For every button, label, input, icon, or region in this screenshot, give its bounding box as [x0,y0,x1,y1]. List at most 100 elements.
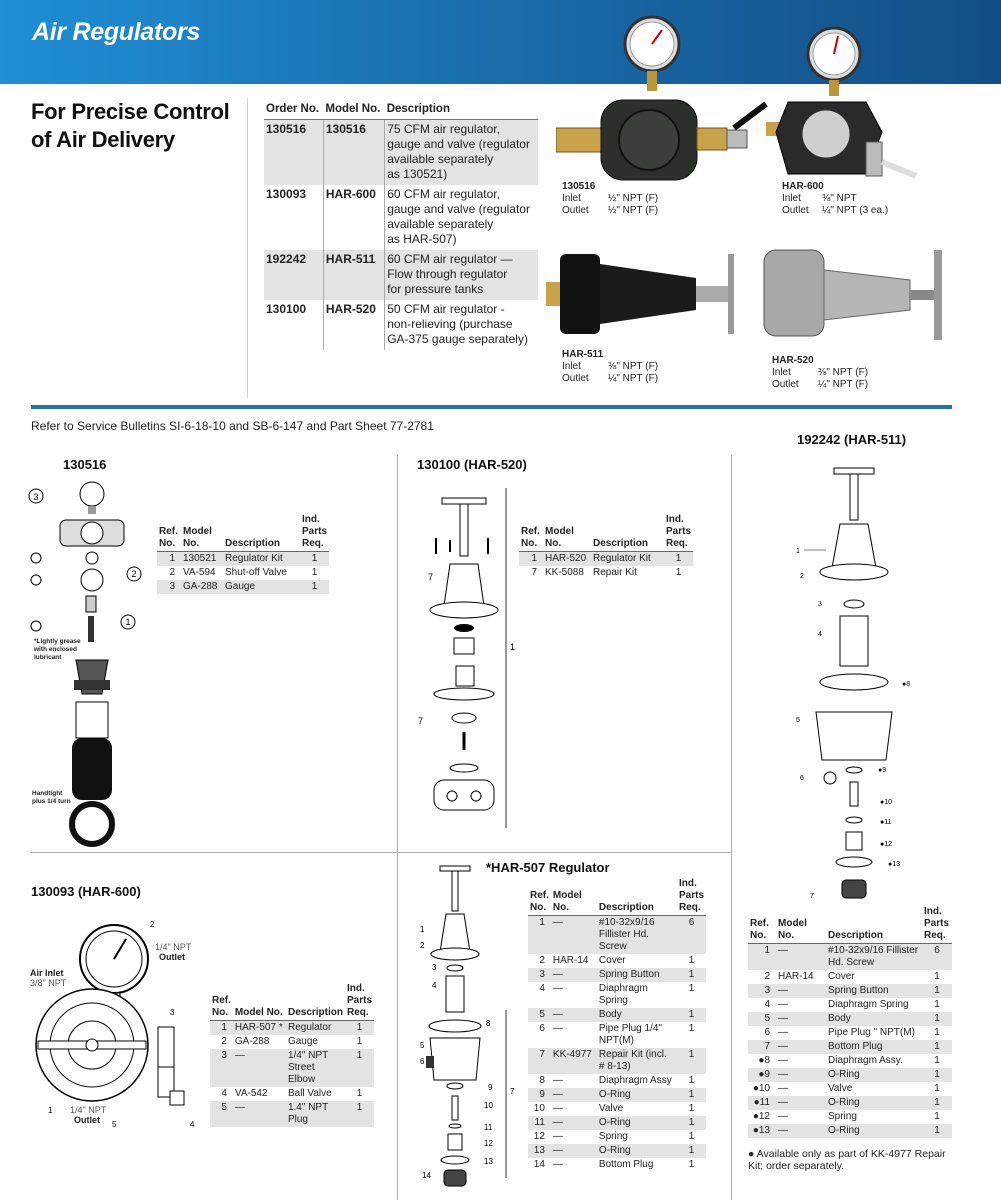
cell: Body [826,1012,922,1026]
caption-model: 130516 [562,181,596,192]
svg-text:3: 3 [170,1008,175,1017]
cell: 1.4" NPT Plug [285,1101,345,1127]
cell: — [552,1131,563,1142]
cell: 1 [344,1020,374,1035]
description-line: non-relieving (purchase [387,317,513,331]
cell: 1 [356,1088,363,1099]
parts-table-har507: Ref. No. Model No. Description Ind. Part… [528,878,706,1172]
cell: 1 [934,1055,940,1066]
diagram-note: *Lightly grease with enclosed lubricant [34,638,81,662]
column-header: Description [285,983,345,1021]
cell: KK-5088 [545,567,584,578]
cell: 1 [922,1124,952,1138]
svg-text:7: 7 [428,572,433,582]
column-header: Ind. Parts Req. [344,983,374,1021]
cell: 1 [676,1144,706,1158]
cell: Pipe Plug " NPT(M) [828,1027,915,1038]
cell: 1 [676,1116,706,1130]
svg-text:4: 4 [818,631,822,638]
svg-text:11: 11 [484,1123,493,1132]
svg-text:6: 6 [420,1057,425,1066]
cell: Valve [828,1083,853,1094]
section-title-130516: 130516 [63,457,107,472]
cell: Ball Valve [287,1088,332,1099]
cell: Cover [828,971,855,982]
section-title-har507: *HAR-507 Regulator [486,860,610,875]
svg-text:5: 5 [420,1041,425,1050]
caption-value: ¼" NPT (F) [608,373,659,384]
exploded-diagram-har520: 7 7 1 [418,488,515,828]
cell: — [550,1088,597,1102]
page-title: Air Regulators [32,18,201,46]
label-text: 1/4" NPT [70,1105,107,1115]
label-text: Air Inlet [30,968,64,978]
cell: — [778,999,788,1010]
svg-text:2: 2 [800,573,804,580]
cell: HAR-507 * [232,1020,286,1035]
column-header: Description [596,878,677,916]
cell: 1 [688,1103,695,1114]
cell: 8 [539,1075,545,1086]
caption-label: Outlet [772,379,799,390]
cell: 1 [922,1040,952,1054]
cell: 1 [210,1020,233,1035]
cell: Diaphragm Spring [598,983,648,1006]
caption-value: ⅜" NPT (F) [608,361,659,372]
cell: HAR-520 [543,551,591,566]
cell: Regulator Kit [591,551,664,566]
cell: 1 [676,968,706,982]
caption-label: Outlet [562,205,589,216]
svg-text:●8: ●8 [902,681,910,688]
model-no: HAR-600 [322,185,385,250]
cell: 1 [922,1012,952,1026]
cell: Repair Kit (incl. # 8-13) [596,1048,677,1074]
label-outlet-bottom: 1/4" NPT Outlet [70,1105,106,1125]
column-header: Ref. No. [528,878,551,916]
column-header: Ref. No. [157,514,181,552]
cell: — [776,1012,826,1026]
description-line: 50 CFM air regulator - [387,302,505,316]
cell: — [776,1068,826,1082]
cell: 5 [748,1012,776,1026]
svg-text:7: 7 [418,716,423,726]
column-header: Model No. [181,514,223,552]
caption-label: Outlet [782,205,809,216]
cell: — [778,1083,788,1094]
cell: 1 [688,1131,695,1142]
cell: 11 [528,1116,551,1130]
cell: HAR-14 [778,971,814,982]
cell: 2 [539,955,545,966]
table-row: 130516 130516 75 CFM air regulator, gaug… [264,119,538,185]
note-line: plus 1/4 turn [32,798,71,805]
cell: VA-594 [183,567,216,578]
label-text: Outlet [159,952,185,962]
svg-text:12: 12 [484,1139,493,1148]
caption-label: Inlet [772,367,791,378]
cell: #10-32x9/16 Fillister Hd. Screw [826,943,922,970]
description-line: available separately [387,152,494,166]
cell: O-Ring [596,1144,677,1158]
cell: — [778,1111,788,1122]
description: 60 CFM air regulator, gauge and valve (r… [384,185,538,250]
caption-value: ¼" NPT (F) [818,379,869,390]
cell: 1 [688,1075,695,1086]
svg-text:1: 1 [420,925,425,934]
cell: 1 [922,984,952,998]
cell: — [776,1040,826,1054]
cell: 12 [533,1131,545,1142]
svg-text:9: 9 [488,1083,493,1092]
cell: 1 [934,999,940,1010]
cell: Spring Button [596,968,677,982]
